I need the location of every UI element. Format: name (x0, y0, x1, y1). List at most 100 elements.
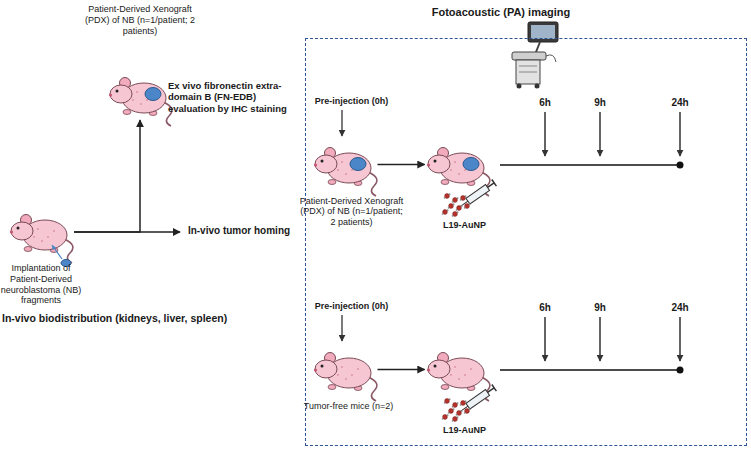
mouse-eye (320, 159, 323, 162)
mouse-head (315, 155, 337, 173)
fur-dot (454, 161, 456, 163)
fur-dot (136, 91, 138, 93)
pointer-arrow (341, 110, 342, 136)
nanoparticle (452, 211, 457, 216)
mouse-head (428, 155, 450, 173)
time-label: 9h (585, 302, 615, 314)
antibody-dot (443, 401, 445, 403)
mouse-node: Patient-Derived Xenograft (PDX) of NB (n… (107, 70, 173, 120)
mouse-eye (116, 90, 119, 93)
device-panel-line (519, 72, 537, 73)
device-panel-line (519, 66, 537, 67)
fur-dot (464, 374, 466, 376)
timeline (500, 317, 684, 374)
node-caption: L19-AuNP (425, 425, 505, 436)
antibody-dot (455, 208, 457, 210)
syringe-barrel (465, 389, 489, 408)
antibody-dot (447, 411, 449, 413)
flow-arrow (378, 369, 425, 371)
antibody-dot (459, 198, 461, 200)
fur-dot (351, 374, 353, 376)
mouse-nose (10, 230, 13, 233)
time-label: 24h (665, 97, 695, 109)
syringe (457, 179, 496, 210)
mouse-leg (441, 179, 449, 184)
probe-cable (546, 55, 556, 62)
antibody-dot (456, 197, 458, 199)
node-caption: Pre-injection (0h) (304, 301, 400, 312)
nanoparticle (444, 193, 449, 198)
fur-dot (454, 366, 456, 368)
fur-dot (345, 173, 347, 175)
nanoparticle (448, 203, 453, 208)
fur-dot (337, 374, 339, 376)
mouse-nose (426, 163, 429, 166)
mouse-illustration (8, 207, 74, 257)
syringe-barrel (465, 184, 489, 203)
antibody-dot (468, 408, 470, 410)
fur-dot (132, 99, 134, 101)
node-caption: In-vivo tumor homing (180, 225, 298, 237)
mouse-tail (368, 377, 377, 401)
timeline-end (677, 367, 684, 374)
nanoparticle (444, 398, 449, 403)
antibody-dot (448, 398, 450, 400)
node-note: Tumor-free mice (n=2) (304, 401, 394, 412)
mouse-node: Pre-injection (0h)Tumor-free mice (n=2) (312, 345, 378, 395)
mouse-tail (368, 172, 377, 196)
flow-arrow (74, 120, 140, 232)
mouse-leg (328, 179, 336, 184)
fur-dot (47, 236, 49, 238)
antibody-dot (464, 195, 466, 197)
flow-arrow (74, 231, 180, 233)
antibody-dot (456, 402, 458, 404)
node-note: Patient-Derived Xenograft (PDX) of NB (n… (300, 196, 404, 228)
fur-dot (53, 230, 55, 232)
mouse-eye (433, 364, 436, 367)
mouse-eye (17, 227, 20, 230)
mouse-node: L19-AuNP (425, 345, 491, 395)
timeline (500, 112, 684, 169)
antibody-dot (451, 405, 453, 407)
antibody-dot (456, 416, 458, 418)
node-caption: Implantation of Patient-Derived neurobla… (0, 263, 82, 306)
mouse-eye (320, 364, 323, 367)
mouse-illustration (425, 345, 491, 395)
antibody-dot (446, 209, 448, 211)
fur-dot (357, 368, 359, 370)
device-wheel (517, 84, 522, 89)
mouse-nose (109, 93, 112, 96)
fur-dot (37, 228, 39, 230)
antibody-dot (463, 206, 465, 208)
time-arrow (544, 317, 545, 361)
mouse-node: Implantation of Patient-Derived neurobla… (8, 207, 74, 257)
node-caption: Patient-Derived Xenograft (PDX) of NB (n… (75, 4, 205, 36)
nanoparticle (452, 402, 457, 407)
tumor-xenograft (463, 157, 479, 170)
nanoparticle (460, 195, 465, 200)
antibody-dot (456, 211, 458, 213)
time-arrow (599, 112, 600, 156)
annotation: Ex vivo fibronectin extra-domain B (FN-E… (168, 80, 303, 114)
pointer-arrow (341, 315, 342, 341)
fur-dot (345, 378, 347, 380)
mouse-illustration (425, 140, 491, 190)
mouse-leg (328, 384, 336, 389)
flow-arrow (378, 164, 425, 166)
antibody-dot (460, 205, 462, 207)
mouse-illustration (312, 140, 378, 190)
tumor-xenograft (350, 157, 366, 170)
mouse-head (428, 360, 450, 378)
fur-dot (341, 161, 343, 163)
mouse-head (11, 222, 33, 240)
antibody-dot (441, 212, 443, 214)
time-arrow (544, 112, 545, 156)
syringe-plunger (487, 182, 494, 187)
nanoparticle (456, 410, 461, 415)
mouse-node: Pre-injection (0h)Patient-Derived Xenogr… (312, 140, 378, 190)
panel-heading: Fotoacoustic (PA) imaging (406, 6, 596, 19)
step-node: In-vivo tumor homing (180, 223, 298, 241)
fur-dot (337, 169, 339, 171)
